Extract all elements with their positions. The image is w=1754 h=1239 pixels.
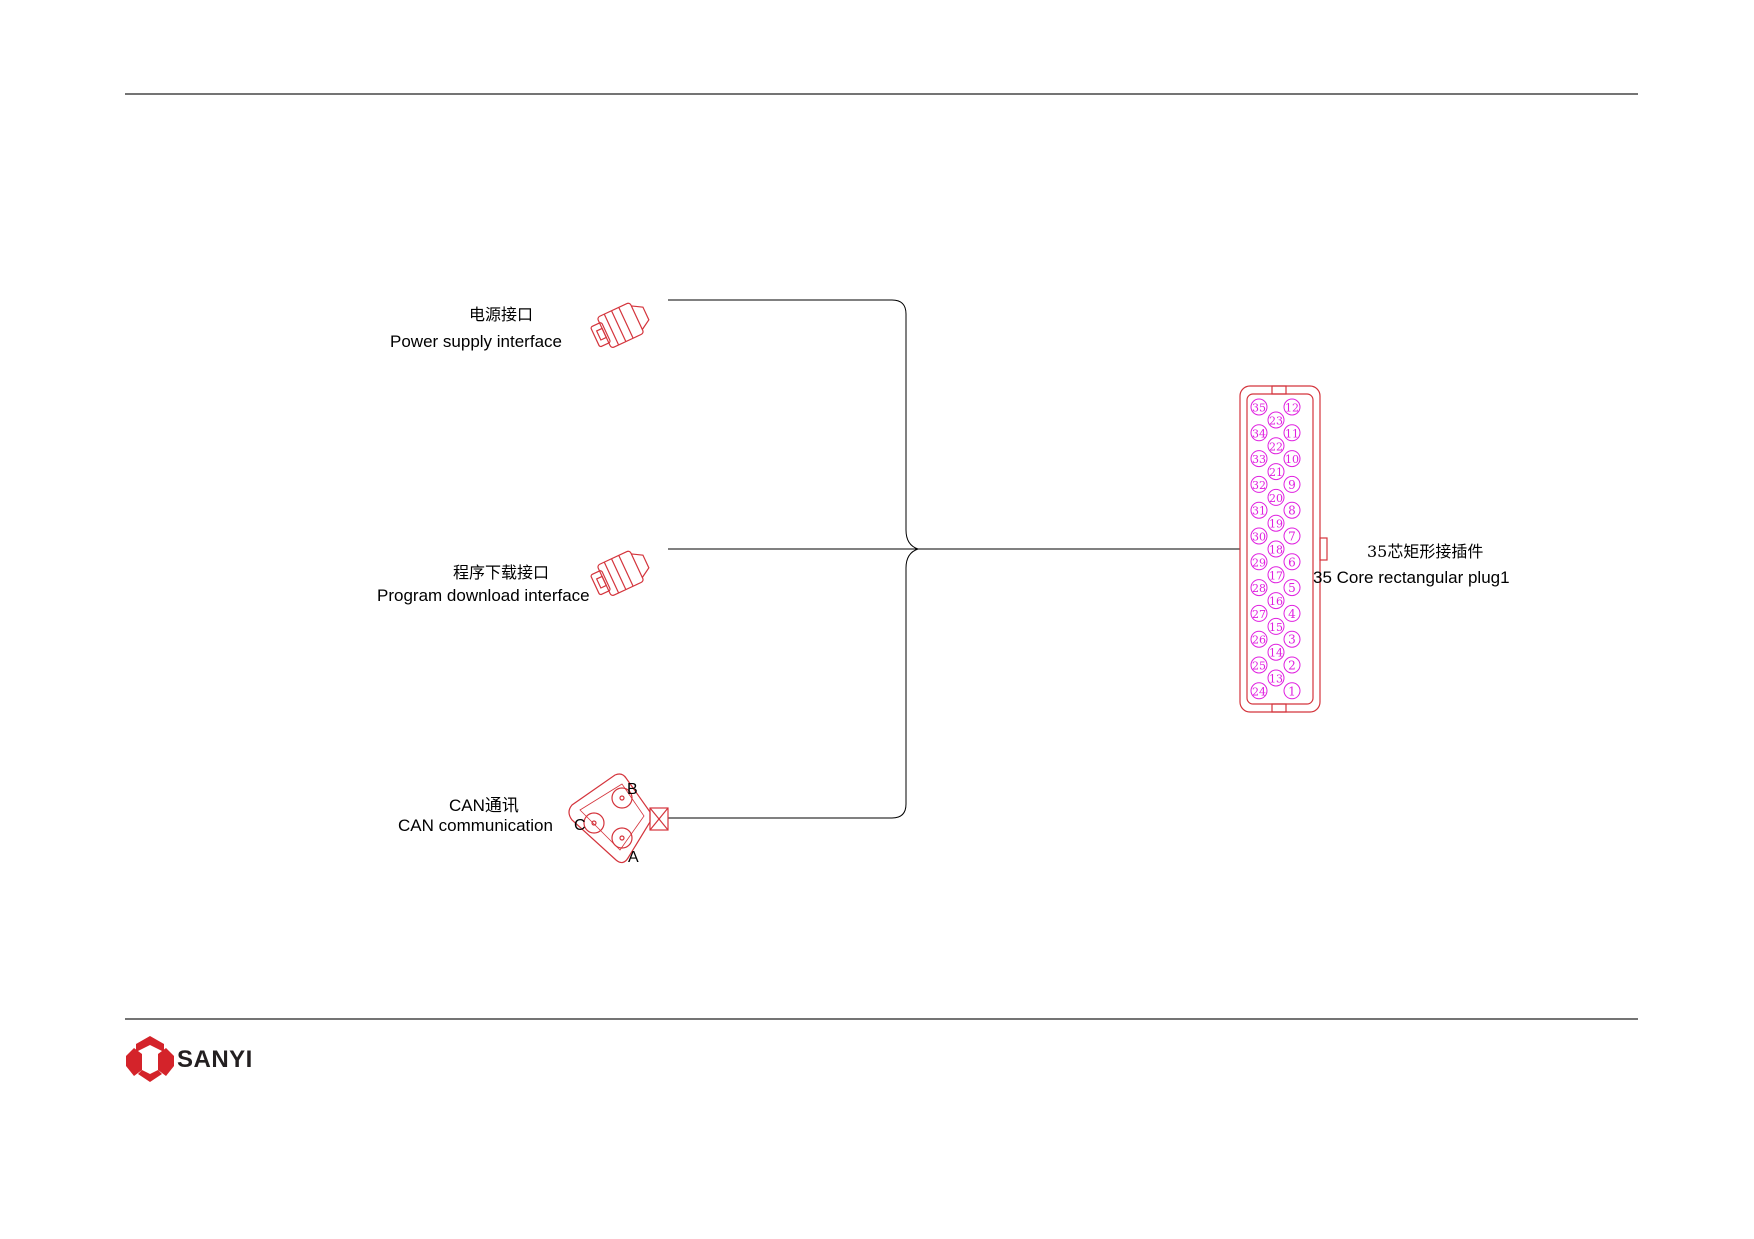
- pin-label-27: 27: [1252, 608, 1266, 621]
- pin-label-12: 12: [1285, 402, 1299, 415]
- pin-label-10: 10: [1285, 453, 1299, 466]
- pin-circle-2: [1283, 656, 1301, 674]
- rect-plug-label-en: 35 Core rectangular plug1: [1313, 568, 1510, 587]
- pin-label-19: 19: [1269, 518, 1283, 531]
- power-connector-drawing: [590, 302, 650, 348]
- rect-plug-label-cn: 35芯矩形接插件: [1367, 542, 1484, 561]
- pin-label-6: 6: [1288, 555, 1296, 569]
- pin-circle-9: [1283, 475, 1301, 493]
- pin-circle-7: [1283, 527, 1301, 545]
- pin-label-26: 26: [1252, 634, 1266, 647]
- rect-plug-pins: 3534333231302928272625242322212019181716…: [1250, 398, 1301, 700]
- pin-label-2: 2: [1288, 659, 1296, 673]
- pin-circle-33: [1250, 450, 1268, 468]
- rect-plug-drawing: [1239, 385, 1328, 713]
- pin-label-35: 35: [1252, 402, 1266, 415]
- pin-label-24: 24: [1252, 685, 1266, 698]
- pin-circle-25: [1250, 656, 1268, 674]
- pin-label-21: 21: [1269, 466, 1283, 479]
- can-pin-label-c: C: [574, 817, 586, 834]
- pin-circle-35: [1250, 398, 1268, 416]
- pin-circle-28: [1250, 579, 1268, 597]
- pin-circle-14: [1267, 643, 1285, 661]
- pin-circle-13: [1267, 669, 1285, 687]
- pin-label-8: 8: [1288, 504, 1296, 518]
- wire-can: [668, 548, 919, 819]
- can-pin-label-a: A: [628, 849, 639, 866]
- pin-label-15: 15: [1269, 621, 1283, 634]
- program-label-cn: 程序下载接口: [453, 563, 550, 582]
- pin-circle-27: [1250, 604, 1268, 622]
- pin-circle-21: [1267, 463, 1285, 481]
- harness-wires: [668, 299, 1240, 819]
- pin-circle-20: [1267, 488, 1285, 506]
- pin-label-5: 5: [1288, 581, 1296, 595]
- pin-circle-11: [1283, 424, 1301, 442]
- pin-label-32: 32: [1252, 479, 1266, 492]
- pin-circle-16: [1267, 592, 1285, 610]
- pin-label-7: 7: [1288, 530, 1296, 544]
- power-label-cn: 电源接口: [469, 305, 534, 324]
- can-label-en: CAN communication: [398, 816, 553, 835]
- pin-label-3: 3: [1288, 633, 1296, 647]
- pin-label-16: 16: [1269, 595, 1283, 608]
- can-label-cn: CAN通讯: [449, 796, 519, 815]
- pin-circle-22: [1267, 437, 1285, 455]
- pin-circle-6: [1283, 553, 1301, 571]
- can-pin-label-b: B: [627, 781, 638, 798]
- pin-label-4: 4: [1288, 607, 1296, 621]
- pin-label-33: 33: [1252, 453, 1266, 466]
- program-connector-drawing: [590, 550, 650, 596]
- pin-label-22: 22: [1269, 440, 1283, 453]
- pin-circle-8: [1283, 501, 1301, 519]
- power-label-en: Power supply interface: [390, 332, 562, 351]
- pin-label-18: 18: [1269, 544, 1283, 557]
- pin-label-14: 14: [1269, 647, 1283, 660]
- pin-label-34: 34: [1252, 427, 1266, 440]
- pin-circle-10: [1283, 450, 1301, 468]
- program-label-en: Program download interface: [377, 586, 590, 605]
- pin-label-13: 13: [1269, 673, 1283, 686]
- pin-circle-3: [1283, 630, 1301, 648]
- brand-name: SANYI: [177, 1046, 253, 1073]
- pin-circle-1: [1283, 682, 1301, 700]
- pin-label-17: 17: [1269, 569, 1283, 582]
- pin-label-23: 23: [1269, 415, 1283, 428]
- pin-circle-24: [1250, 682, 1268, 700]
- pin-label-28: 28: [1252, 582, 1266, 595]
- wire-power: [668, 299, 919, 550]
- pin-circle-26: [1250, 630, 1268, 648]
- pin-label-9: 9: [1288, 478, 1296, 492]
- pin-circle-18: [1267, 540, 1285, 558]
- pin-circle-29: [1250, 553, 1268, 571]
- pin-label-30: 30: [1252, 531, 1266, 544]
- sanyi-logo-icon: [126, 1036, 174, 1082]
- pin-circle-34: [1250, 424, 1268, 442]
- pin-circle-23: [1267, 411, 1285, 429]
- pin-label-20: 20: [1269, 492, 1283, 505]
- pin-circle-32: [1250, 475, 1268, 493]
- can-connector-drawing: [568, 773, 669, 864]
- pin-label-29: 29: [1252, 556, 1266, 569]
- pin-label-25: 25: [1252, 660, 1266, 673]
- pin-circle-19: [1267, 514, 1285, 532]
- pin-label-11: 11: [1285, 427, 1299, 440]
- pin-circle-17: [1267, 566, 1285, 584]
- pin-circle-31: [1250, 501, 1268, 519]
- pin-circle-30: [1250, 527, 1268, 545]
- pin-circle-15: [1267, 617, 1285, 635]
- pin-label-31: 31: [1252, 505, 1266, 518]
- pin-label-1: 1: [1288, 684, 1296, 698]
- pin-circle-4: [1283, 604, 1301, 622]
- pin-circle-12: [1283, 398, 1301, 416]
- pin-circle-5: [1283, 579, 1301, 597]
